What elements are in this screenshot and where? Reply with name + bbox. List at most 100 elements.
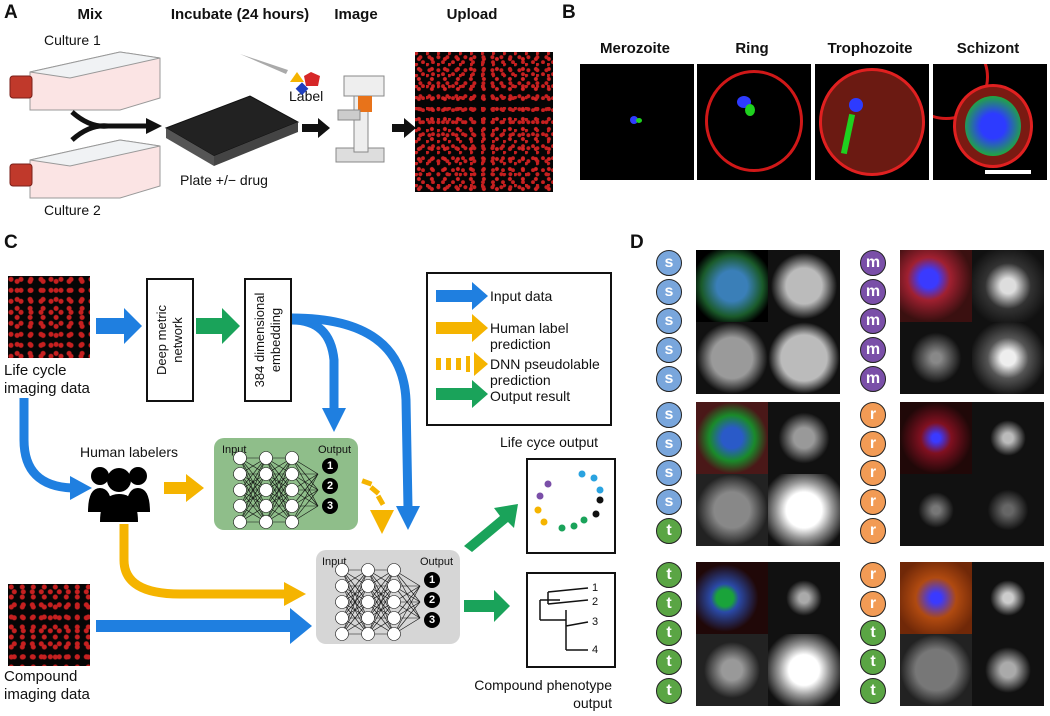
life-cycle-label: Life cycle imaging data <box>4 362 90 397</box>
stage-label-circle: t <box>656 649 682 675</box>
nn-edge <box>367 585 395 635</box>
phenotype-tree <box>539 587 589 651</box>
microscopy-tile <box>972 322 1044 394</box>
upload-image <box>415 52 553 192</box>
stage-label-circle: t <box>860 620 886 646</box>
nn-edge <box>239 473 267 523</box>
legend-human-label: Human label prediction <box>490 320 569 352</box>
stage-label-circle: s <box>656 366 682 392</box>
nn-node <box>233 451 247 465</box>
life-cycle-image <box>8 276 90 358</box>
label-text: Label <box>289 88 324 104</box>
nn-edge <box>393 585 421 619</box>
nn2-out-3: 3 <box>424 612 440 628</box>
stage-label-circle: r <box>860 431 886 457</box>
tree-leaf-2: 2 <box>592 596 599 608</box>
stage-label-circle: s <box>656 279 682 305</box>
microscopy-tile <box>900 474 972 546</box>
nn-node <box>387 563 401 577</box>
stage-label-circle: m <box>860 250 886 276</box>
microscopy-tile <box>696 562 768 634</box>
microscopy-tile <box>696 634 768 706</box>
nn-node <box>361 563 375 577</box>
nn-node <box>233 499 247 513</box>
nn-node <box>335 595 349 609</box>
compound-output-label: Compound phenotype output <box>474 677 612 711</box>
panel-b-letter: B <box>562 2 576 23</box>
nn-node <box>259 483 273 497</box>
stage-label-circle: m <box>860 279 886 305</box>
nn-node <box>233 483 247 497</box>
nn-node <box>259 467 273 481</box>
microscopy-tile <box>900 402 972 474</box>
legend-output-result: Output result <box>490 388 571 404</box>
panel-d-letter: D <box>630 232 644 253</box>
nn-edge <box>367 569 395 603</box>
nn-node <box>285 467 299 481</box>
nn-edge <box>367 601 395 635</box>
stage-label-circle: s <box>656 460 682 486</box>
microscopy-tile <box>972 250 1044 322</box>
stage-ring: Ring <box>735 40 769 57</box>
stage-label-circle: t <box>656 562 682 588</box>
nn-edge <box>265 489 293 523</box>
stage-label-circle: s <box>656 308 682 334</box>
stage-trophozoite: Trophozoite <box>827 40 913 57</box>
nn-node <box>233 515 247 529</box>
stage-merozoite: Merozoite <box>599 40 670 57</box>
nn-node <box>387 611 401 625</box>
nn-edge <box>291 473 319 507</box>
nn-edge <box>239 457 267 523</box>
nn-node <box>361 595 375 609</box>
microscopy-tile <box>900 250 972 322</box>
microscope <box>335 75 385 163</box>
stage-label-circle: s <box>656 431 682 457</box>
nn1-out-3: 3 <box>322 498 338 514</box>
microscopy-tile <box>972 634 1044 706</box>
nn-node <box>285 451 299 465</box>
nn-node <box>285 499 299 513</box>
stage-label-circle: m <box>860 337 886 363</box>
tree-leaf-3: 3 <box>592 616 599 628</box>
human-labelers-icon <box>88 467 150 522</box>
microscopy-tile <box>768 322 840 394</box>
neural-network-2 <box>335 563 421 641</box>
nn2-out-1: 1 <box>424 572 440 588</box>
step-upload: Upload <box>446 6 498 23</box>
microscopy-tile <box>972 562 1044 634</box>
nn-node <box>259 451 273 465</box>
well-plate <box>164 95 300 166</box>
microscopy-tile <box>900 322 972 394</box>
nn-edge <box>291 489 319 523</box>
flask-2 <box>9 139 161 199</box>
culture-2-label: Culture 2 <box>44 202 101 218</box>
nn2-output-label: Output <box>420 556 454 568</box>
panel-a-letter: A <box>4 2 18 23</box>
flask-1 <box>9 51 161 111</box>
nn-edge <box>341 569 369 603</box>
nn-node <box>335 627 349 641</box>
nn-node <box>361 579 375 593</box>
stage-label-circle: t <box>860 678 886 704</box>
nn1-out-1: 1 <box>322 458 338 474</box>
nn-edge <box>367 569 395 635</box>
nn-node <box>335 611 349 625</box>
stage-label-circle: r <box>860 489 886 515</box>
human-labelers-label: Human labelers <box>80 444 179 460</box>
stage-label-circle: s <box>656 402 682 428</box>
ring-image <box>697 64 811 180</box>
legend-input-data: Input data <box>490 288 553 304</box>
microscopy-tile <box>696 322 768 394</box>
life-output-box <box>526 458 616 554</box>
compound-image <box>8 584 90 666</box>
nn-node <box>285 483 299 497</box>
trophozoite-image <box>815 64 929 180</box>
nn1-out-2: 2 <box>322 478 338 494</box>
nn-edge <box>239 489 267 523</box>
neural-network-1 <box>233 451 319 529</box>
stage-label-circle: t <box>656 620 682 646</box>
stage-label-circle: r <box>860 402 886 428</box>
nn-node <box>259 499 273 513</box>
nn-edge <box>341 569 369 635</box>
stage-label-circle: t <box>656 678 682 704</box>
